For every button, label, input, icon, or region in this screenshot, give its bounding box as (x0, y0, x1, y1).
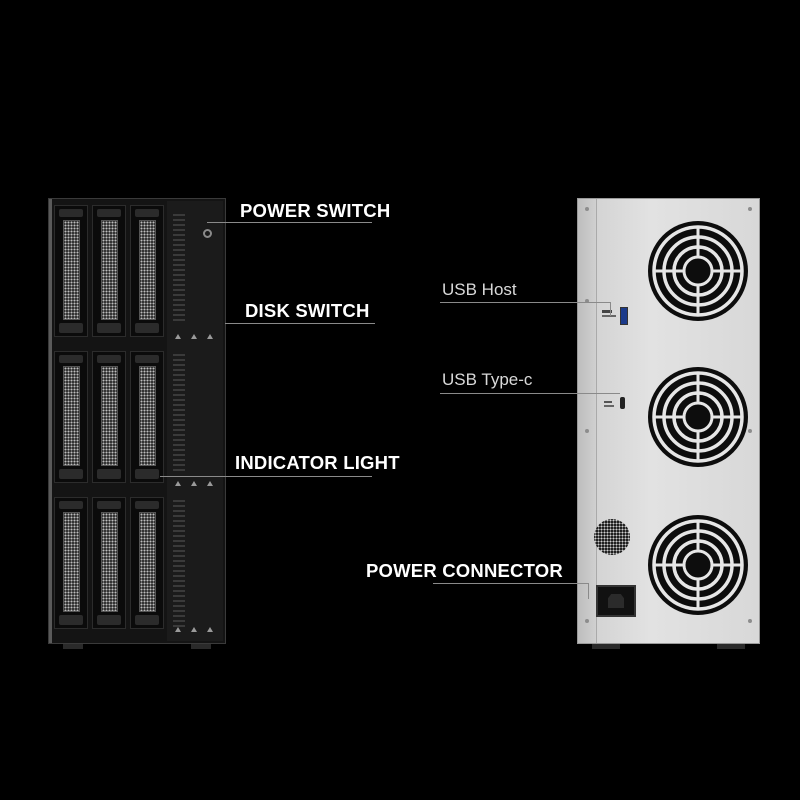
tray-latch[interactable] (97, 323, 121, 333)
disk-switch-7[interactable] (175, 627, 181, 632)
drive-bay-7[interactable] (54, 497, 88, 629)
disk-switch-3[interactable] (207, 334, 213, 339)
power-connector-label: POWER CONNECTOR (366, 560, 563, 581)
drive-bay-8[interactable] (92, 497, 126, 629)
fan-grille-icon (652, 225, 744, 317)
fan-grille-icon (652, 519, 744, 611)
disk-switch-9[interactable] (207, 627, 213, 632)
usb-host-port[interactable] (620, 307, 628, 325)
tray-handle (59, 209, 83, 217)
tray-handle (135, 209, 159, 217)
power-connector-leader-drop (588, 583, 589, 599)
tray-mesh (101, 366, 118, 466)
disk-switch-1[interactable] (175, 334, 181, 339)
power-connector-leader-line (433, 583, 588, 584)
tray-handle (97, 209, 121, 217)
tray-latch[interactable] (135, 615, 159, 625)
screw (585, 207, 589, 211)
tray-handle (135, 501, 159, 509)
vent-middle (173, 351, 185, 471)
back-foot-right (717, 644, 745, 649)
usb-type-c-label: USB Type-c (442, 370, 533, 389)
back-side-lip (578, 199, 597, 643)
tray-handle (97, 501, 121, 509)
tray-handle (59, 355, 83, 363)
usb-host-port-label-icon (600, 307, 618, 319)
power-connector-socket[interactable] (596, 585, 636, 617)
tray-latch[interactable] (59, 469, 83, 479)
tray-handle (135, 355, 159, 363)
disk-switch-leader-line (225, 323, 375, 324)
disk-switch-4[interactable] (175, 481, 181, 486)
indicator-light-leader-line (160, 476, 372, 477)
enclosure-back-view (577, 198, 760, 649)
usb-host-label: USB Host (442, 280, 517, 299)
screw (585, 299, 589, 303)
disk-switch-8[interactable] (191, 627, 197, 632)
cooling-fan-top (648, 221, 748, 321)
screw (748, 429, 752, 433)
power-switch-leader-line (207, 222, 372, 223)
drive-bay-5[interactable] (92, 351, 126, 483)
power-switch-button[interactable] (203, 229, 212, 238)
tray-mesh (139, 366, 156, 466)
screw (748, 619, 752, 623)
drive-bay-3[interactable] (130, 205, 164, 337)
vent-upper (173, 211, 185, 321)
tray-latch[interactable] (59, 615, 83, 625)
disk-switch-label: DISK SWITCH (245, 300, 370, 321)
tray-mesh (101, 512, 118, 612)
tray-mesh (139, 220, 156, 320)
cooling-fan-bottom (648, 515, 748, 615)
tray-mesh (63, 220, 80, 320)
front-edge-trim (49, 199, 52, 643)
power-switch-label: POWER SWITCH (240, 200, 391, 221)
tray-latch[interactable] (97, 615, 121, 625)
screw (585, 429, 589, 433)
cooling-fan-middle (648, 367, 748, 467)
vent-lower (173, 497, 185, 627)
usb-type-c-port[interactable] (620, 397, 625, 409)
disk-switch-6[interactable] (207, 481, 213, 486)
disk-switch-5[interactable] (191, 481, 197, 486)
front-foot-right (191, 644, 211, 649)
drive-bay-4[interactable] (54, 351, 88, 483)
usb-host-leader-drop (610, 302, 611, 316)
tray-latch[interactable] (135, 469, 159, 479)
indicator-light-label: INDICATOR LIGHT (235, 452, 400, 473)
tray-mesh (63, 512, 80, 612)
front-foot-left (63, 644, 83, 649)
drive-bay-9[interactable] (130, 497, 164, 629)
drive-bay-1[interactable] (54, 205, 88, 337)
fan-grille-icon (652, 371, 744, 463)
drive-bay-2[interactable] (92, 205, 126, 337)
screw (585, 619, 589, 623)
enclosure-front-view (48, 198, 226, 649)
disk-switch-2[interactable] (191, 334, 197, 339)
usb-host-leader-line (440, 302, 610, 303)
tray-latch[interactable] (59, 323, 83, 333)
psu-vent-grill (594, 519, 630, 555)
tray-handle (59, 501, 83, 509)
tray-handle (97, 355, 121, 363)
usb-type-c-port-label-icon (600, 397, 618, 409)
usb-type-c-leader-line (440, 393, 620, 394)
back-foot-left (592, 644, 620, 649)
drive-bay-6[interactable] (130, 351, 164, 483)
tray-mesh (63, 366, 80, 466)
front-control-panel (167, 201, 223, 641)
screw (748, 207, 752, 211)
tray-mesh (101, 220, 118, 320)
tray-latch[interactable] (135, 323, 159, 333)
tray-latch[interactable] (97, 469, 121, 479)
tray-mesh (139, 512, 156, 612)
